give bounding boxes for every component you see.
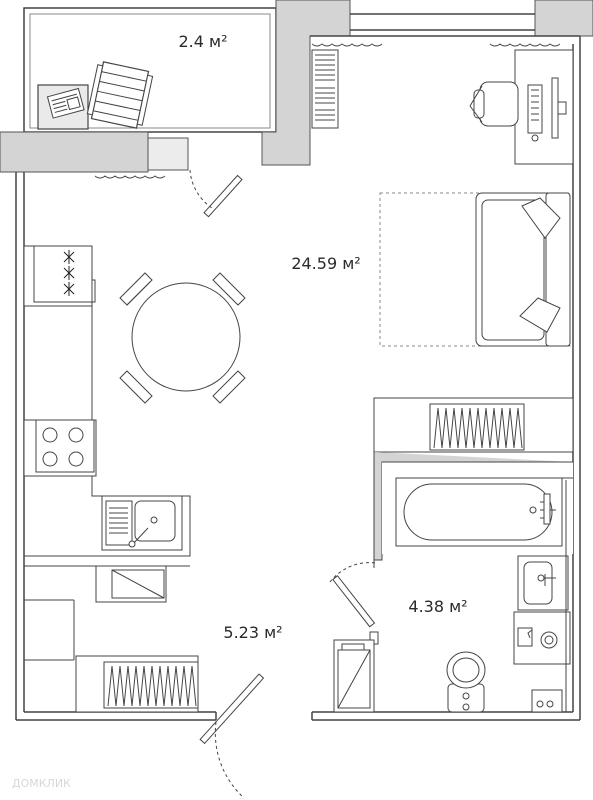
dining-chair-icon: [119, 370, 153, 404]
pillow-icon: [521, 197, 561, 239]
curtain: [94, 175, 166, 179]
bed: [379, 192, 571, 347]
pillow-icon: [519, 297, 561, 333]
office-chair-icon: [469, 81, 519, 127]
balcony: 2.4 м²: [23, 7, 277, 133]
dining-chair-icon: [119, 272, 153, 306]
boiler-icon: [531, 689, 563, 713]
newspaper-icon: [46, 87, 85, 119]
deck-chair-icon: [86, 61, 154, 129]
wall-segment: [0, 131, 149, 173]
entrance-door: [199, 673, 265, 799]
walls: [0, 0, 593, 173]
bathroom-door: [329, 560, 379, 645]
dining-table: [119, 272, 246, 404]
side-table: [37, 84, 89, 130]
snowflake-icon: [63, 250, 75, 296]
keyboard-icon: [527, 84, 543, 134]
dining-chair-icon: [212, 370, 246, 404]
living-room-area-label: 24.59 м²: [291, 254, 360, 273]
round-table: [131, 282, 241, 392]
bathroom-area-label: 4.38 м²: [408, 597, 467, 616]
wall-corner-block: [534, 0, 593, 37]
balcony-door: [189, 169, 243, 218]
closet: [373, 397, 574, 453]
hallway-area-label: 5.23 м²: [223, 623, 282, 642]
hood: [33, 245, 93, 303]
window-block: [147, 137, 189, 171]
dining-chair-icon: [212, 272, 246, 306]
cabinet: [333, 639, 375, 713]
balcony-area-label: 2.4 м²: [178, 32, 227, 51]
desk: [514, 49, 574, 165]
curtain: [489, 43, 561, 47]
bathroom: [373, 452, 573, 713]
wall-column: [261, 0, 351, 166]
monitor-icon: [551, 77, 559, 139]
curtain: [311, 43, 383, 47]
balcony-inner-outline: [29, 13, 271, 129]
toilet-icon: [446, 651, 486, 713]
hallway-furniture: [24, 565, 199, 713]
mouse-icon: [531, 134, 539, 142]
kitchen: [23, 245, 191, 567]
bookshelf: [311, 49, 339, 129]
watermark: ДОМКЛИК: [12, 777, 71, 790]
